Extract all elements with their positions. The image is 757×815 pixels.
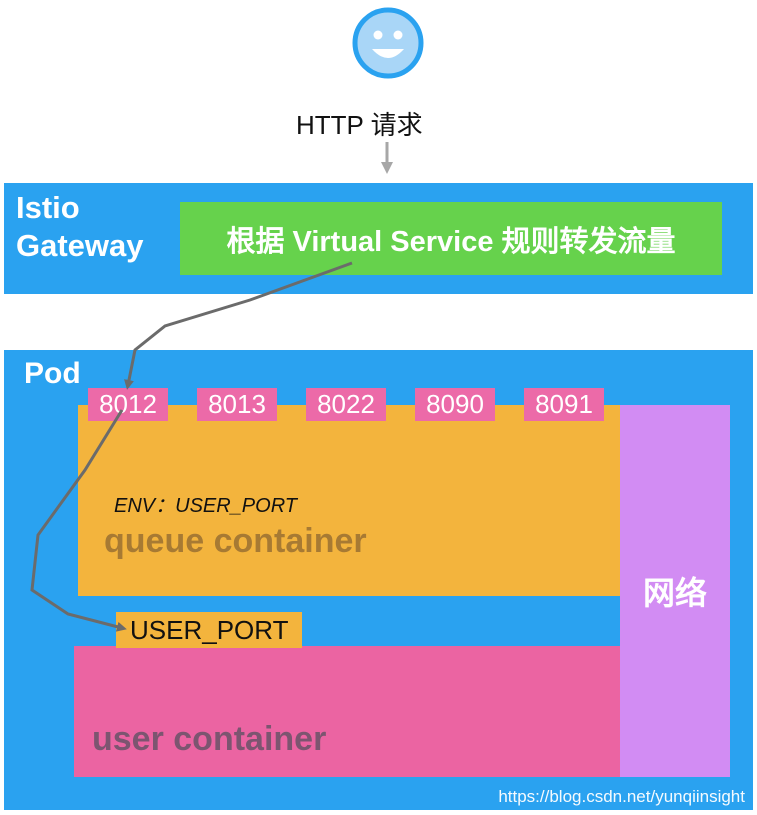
watermark: https://blog.csdn.net/yunqiinsight	[498, 787, 745, 806]
istio-gateway-title: Istio Gateway	[16, 190, 144, 263]
queue-container-box	[78, 405, 622, 596]
port-tag: 8091	[524, 388, 604, 421]
user-port-tag: USER_PORT	[116, 612, 302, 648]
user-container-label: user container	[92, 720, 327, 758]
queue-container-label: queue container	[104, 522, 367, 560]
user-container-box	[74, 646, 620, 777]
port-tag: 8013	[197, 388, 277, 421]
port-tag: 8022	[306, 388, 386, 421]
port-tag: 8012	[88, 388, 168, 421]
pod-title: Pod	[24, 357, 81, 390]
port-tag: 8090	[415, 388, 495, 421]
env-label: ENV：USER_PORT	[114, 495, 298, 517]
virtual-service-rule-box: 根据 Virtual Service 规则转发流量	[180, 202, 722, 275]
user-smiley-icon	[352, 7, 424, 79]
network-box: 网络	[620, 405, 730, 777]
http-request-label: HTTP 请求	[296, 110, 423, 140]
